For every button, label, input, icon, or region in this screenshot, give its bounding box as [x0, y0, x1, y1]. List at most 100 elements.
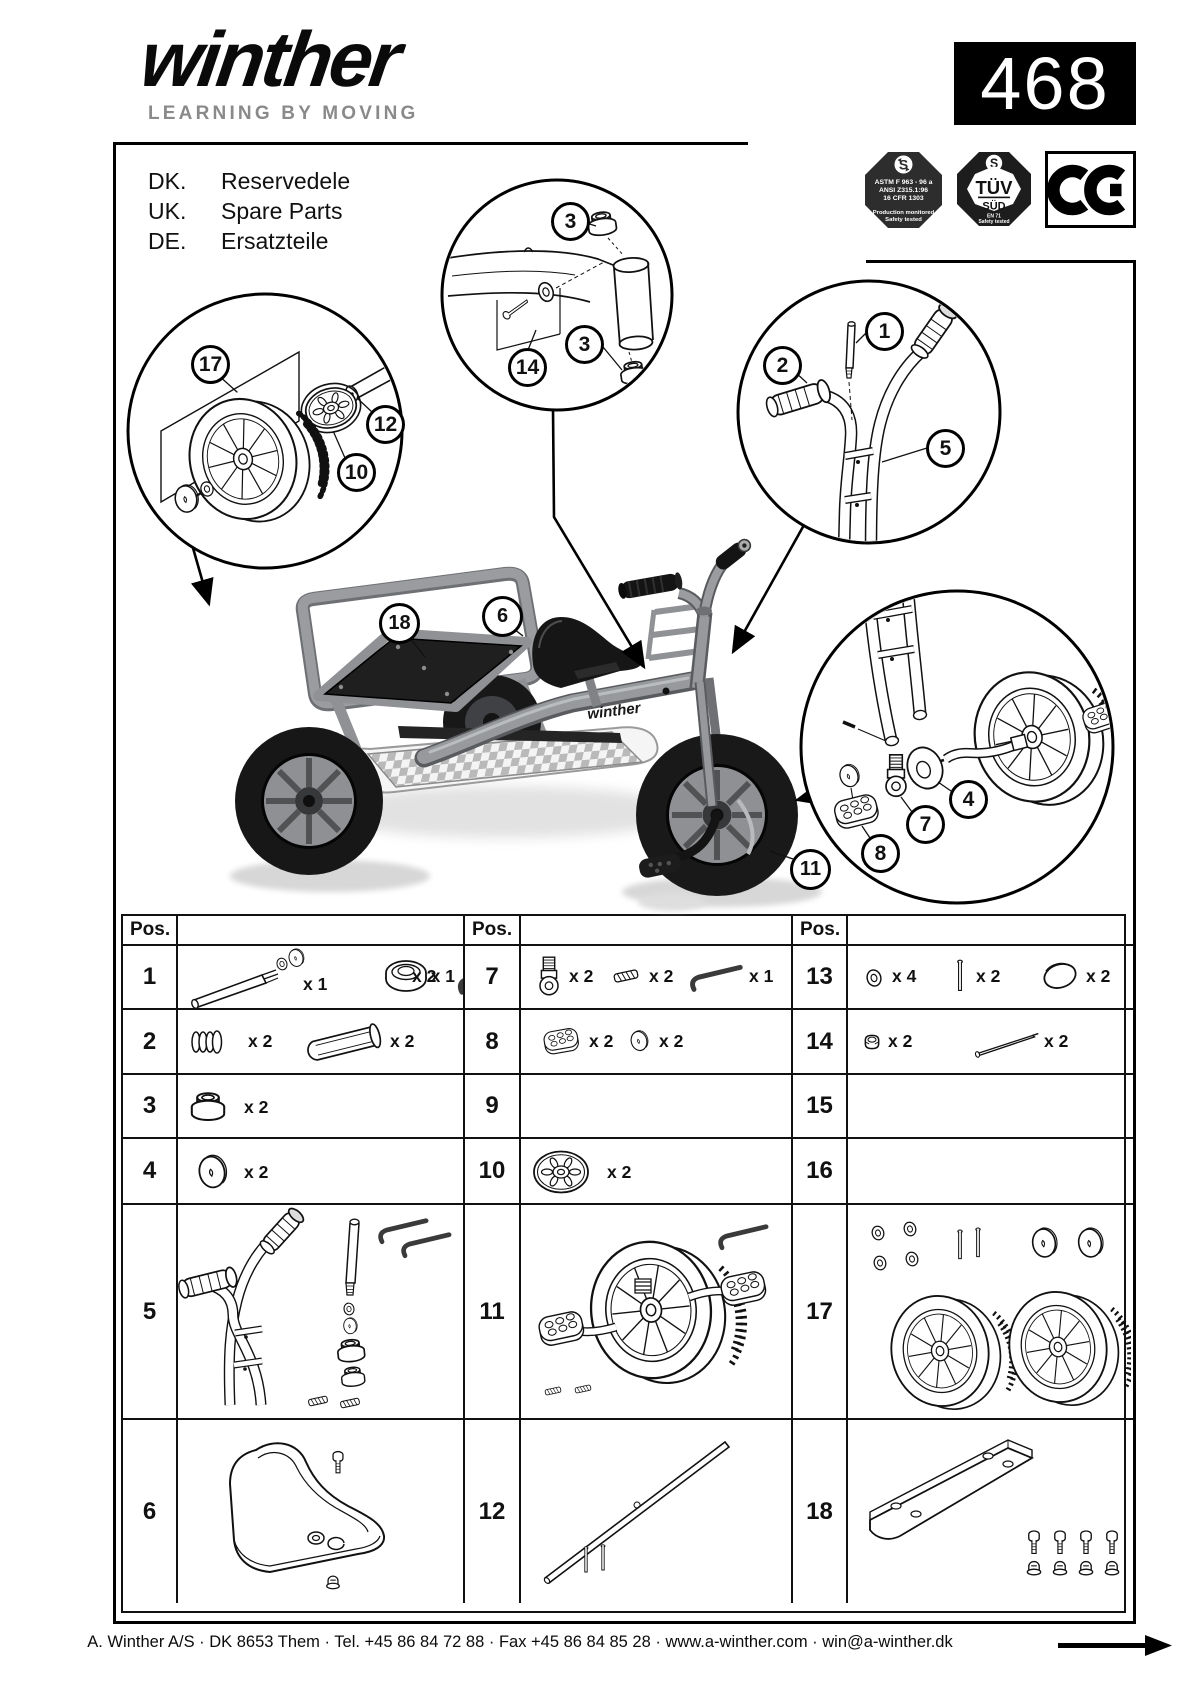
- part-label-4: 4: [949, 780, 988, 819]
- language-code-uk: UK.: [148, 198, 187, 224]
- pos-cell-18: 18: [793, 1420, 848, 1603]
- parts-cell-17: [848, 1205, 1133, 1420]
- svg-text:Safety tested: Safety tested: [978, 219, 1009, 225]
- saddle: [532, 617, 641, 708]
- part-label-6: 6: [482, 596, 523, 637]
- language-label-dk: Reservedele: [221, 168, 351, 194]
- winther-logo-text: winther: [141, 20, 411, 100]
- svg-text:16 CFR 1303: 16 CFR 1303: [883, 195, 924, 202]
- language-label-uk: Spare Parts: [221, 198, 343, 224]
- pos-cell-12: 12: [465, 1420, 521, 1603]
- front-fork-and-wheel: [636, 677, 798, 896]
- language-row-dk: DK. Reservedele: [148, 166, 350, 196]
- part-handlebar-assembly-icon: [178, 1207, 463, 1409]
- qty-label: x 2: [888, 1031, 913, 1051]
- part-label-17: 17: [191, 345, 230, 384]
- qty-label: x 2: [248, 1031, 273, 1051]
- part-label-8: 8: [861, 834, 900, 873]
- pos-cell-5: 5: [123, 1205, 178, 1420]
- brand-tagline: LEARNING BY MOVING: [148, 103, 419, 124]
- content-box-border: [113, 142, 1136, 1624]
- part-label-14: 14: [508, 348, 547, 387]
- part-label-3-top: 3: [551, 202, 590, 241]
- parts-cell-15: [848, 1075, 1133, 1139]
- qty-label: x 2: [659, 1031, 684, 1051]
- svg-text:S: S: [899, 157, 908, 173]
- bench-platform: [313, 628, 532, 712]
- parts-cell-16: [848, 1139, 1133, 1205]
- ce-mark-icon: [1045, 151, 1136, 228]
- part-label-1: 1: [865, 312, 904, 351]
- parts-cell-4: x 2: [178, 1139, 465, 1205]
- qty-label: x 2: [244, 1162, 269, 1182]
- steering-column: [677, 561, 728, 689]
- parts-cell-8: x 2 x 2: [521, 1010, 793, 1075]
- pos-cell-4: 4: [123, 1139, 178, 1205]
- svg-text:SÜD: SÜD: [982, 200, 1005, 213]
- parts-cell-1: x 1 x 2 x 1: [178, 946, 465, 1010]
- qty-label: x 1: [430, 966, 455, 986]
- callout-rear-wheel-exploded: [126, 292, 404, 570]
- part-label-2: 2: [763, 346, 802, 385]
- pos-cell-7: 7: [465, 946, 521, 1010]
- part-label-3-bottom: 3: [565, 325, 604, 364]
- callout-fork-exploded: [799, 589, 1115, 905]
- pos-cell-8: 8: [465, 1010, 521, 1075]
- frame-bracket: [645, 603, 701, 661]
- pos-cell-14: 14: [793, 1010, 848, 1075]
- qty-label: x 2: [412, 966, 437, 986]
- pos-cell-10: 10: [465, 1139, 521, 1205]
- qty-label: x 4: [892, 966, 917, 986]
- qty-label: x 2: [1044, 1031, 1069, 1051]
- qty-label: x 2: [390, 1031, 415, 1051]
- pos-cell-17: 17: [793, 1205, 848, 1420]
- parts-cell-10: x 2: [521, 1139, 793, 1205]
- parts-cell-5: [178, 1205, 465, 1420]
- table-header-pos-2: Pos.: [465, 916, 521, 946]
- part-axle-bolt-icon: [191, 946, 307, 1008]
- pos-cell-2: 2: [123, 1010, 178, 1075]
- pos-cell-13: 13: [793, 946, 848, 1010]
- pos-cell-9: 9: [465, 1075, 521, 1139]
- qty-label: x 2: [589, 1031, 614, 1051]
- svg-text:TÜV: TÜV: [976, 177, 1014, 198]
- part-label-18: 18: [379, 603, 420, 644]
- model-number-box: 468: [954, 42, 1136, 125]
- astm-safety-badge-icon: S ASTM F 963 - 96 a ANSI Z315.1:96 16 CF…: [865, 152, 942, 228]
- callout-arrows: [189, 408, 824, 806]
- part-axlerod-icon: [543, 1440, 731, 1585]
- parts-cell-11: [521, 1205, 793, 1420]
- svg-text:Production monitored: Production monitored: [873, 210, 935, 216]
- frame-tube: [414, 671, 702, 768]
- qty-label: x 2: [649, 966, 674, 986]
- model-number: 468: [980, 42, 1110, 125]
- table-header-pos-1: Pos.: [123, 916, 178, 946]
- part-label-12: 12: [366, 405, 405, 444]
- language-list: DK. Reservedele UK. Spare Parts DE. Ersa…: [148, 166, 350, 256]
- parts-cell-2: x 2 x 2: [178, 1010, 465, 1075]
- language-row-uk: UK. Spare Parts: [148, 196, 350, 226]
- winther-logo: winther: [141, 20, 411, 100]
- callout-frame-joint-exploded: [440, 178, 674, 412]
- pos-cell-16: 16: [793, 1139, 848, 1205]
- pos-cell-11: 11: [465, 1205, 521, 1420]
- pos-cell-3: 3: [123, 1075, 178, 1139]
- parts-cell-18: [848, 1420, 1133, 1603]
- qty-label: x 2: [976, 966, 1001, 986]
- part-wheel-pedals-icon: [536, 1205, 791, 1396]
- qty-label: x 1: [749, 966, 774, 986]
- qty-label: x 2: [244, 1097, 269, 1117]
- pos-cell-6: 6: [123, 1420, 178, 1603]
- language-code-dk: DK.: [148, 168, 187, 194]
- certification-badges: S ASTM F 963 - 96 a ANSI Z315.1:96 16 CF…: [864, 151, 1136, 231]
- language-code-de: DE.: [148, 228, 187, 254]
- qty-label: x 2: [1086, 966, 1111, 986]
- pos-cell-1: 1: [123, 946, 178, 1010]
- footer-arrow-icon: [1058, 1635, 1172, 1656]
- footer-contact-line: A. Winther A/S · DK 8653 Them · Tel. +45…: [87, 1633, 953, 1651]
- qty-label: x 1: [303, 974, 328, 994]
- svg-text:ANSI Z315.1:96: ANSI Z315.1:96: [879, 187, 928, 194]
- part-label-10: 10: [337, 453, 376, 492]
- svg-text:EN 71: EN 71: [987, 214, 1001, 220]
